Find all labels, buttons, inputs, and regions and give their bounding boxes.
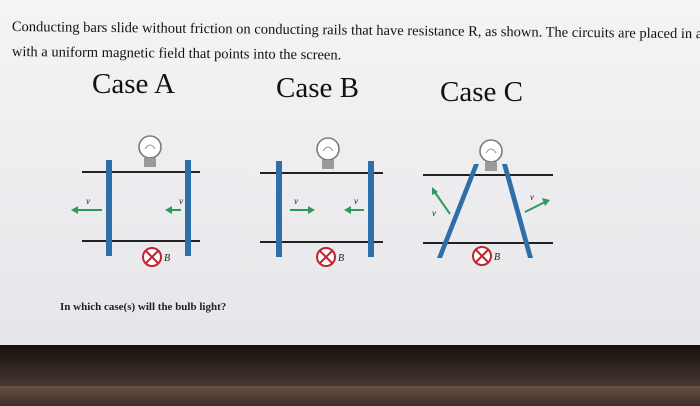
magnetic-field-into-screen-icon (142, 247, 162, 267)
problem-intro-line-1: Conducting bars slide without friction o… (11, 19, 700, 43)
velocity-label-right: v (354, 196, 358, 206)
case-b-diagram: v v B (260, 137, 383, 267)
case-b-title: Case B (276, 72, 359, 104)
case-c-title: Case C (440, 76, 523, 108)
field-label: B (338, 253, 344, 264)
case-a-diagram: v v B (71, 135, 200, 267)
presentation-screen: Conducting bars slide without friction o… (0, 0, 700, 345)
left-conducting-bar (106, 160, 112, 256)
velocity-label-left: v (432, 208, 436, 218)
right-conducting-bar (185, 160, 191, 256)
left-conducting-bar (437, 164, 479, 258)
magnetic-field-into-screen-icon (472, 246, 492, 266)
right-conducting-bar (368, 161, 374, 257)
velocity-label-left: v (86, 196, 90, 206)
velocity-arrow-icon (344, 206, 364, 214)
velocity-label-right: v (179, 196, 183, 206)
question-text: In which case(s) will the bulb light? (60, 301, 227, 313)
velocity-arrow-icon (290, 206, 315, 214)
laptop-base (0, 386, 700, 406)
left-conducting-bar (276, 161, 282, 257)
light-bulb-icon (479, 139, 503, 171)
velocity-label-left: v (294, 196, 298, 206)
right-conducting-bar (502, 164, 533, 258)
magnetic-field-into-screen-icon (316, 247, 336, 267)
light-bulb-icon (138, 135, 162, 167)
velocity-label-right: v (530, 192, 534, 202)
problem-intro-line-2: with a uniform magnetic field that point… (11, 44, 342, 64)
field-label: B (494, 252, 500, 263)
velocity-arrow-icon (432, 187, 451, 215)
light-bulb-icon (316, 137, 340, 169)
velocity-arrow-icon (524, 198, 550, 213)
velocity-arrow-icon (71, 206, 102, 214)
velocity-arrow-icon (165, 206, 181, 214)
field-label: B (164, 253, 170, 264)
case-a-title: Case A (92, 68, 175, 100)
case-c-diagram: v v B (423, 139, 553, 266)
